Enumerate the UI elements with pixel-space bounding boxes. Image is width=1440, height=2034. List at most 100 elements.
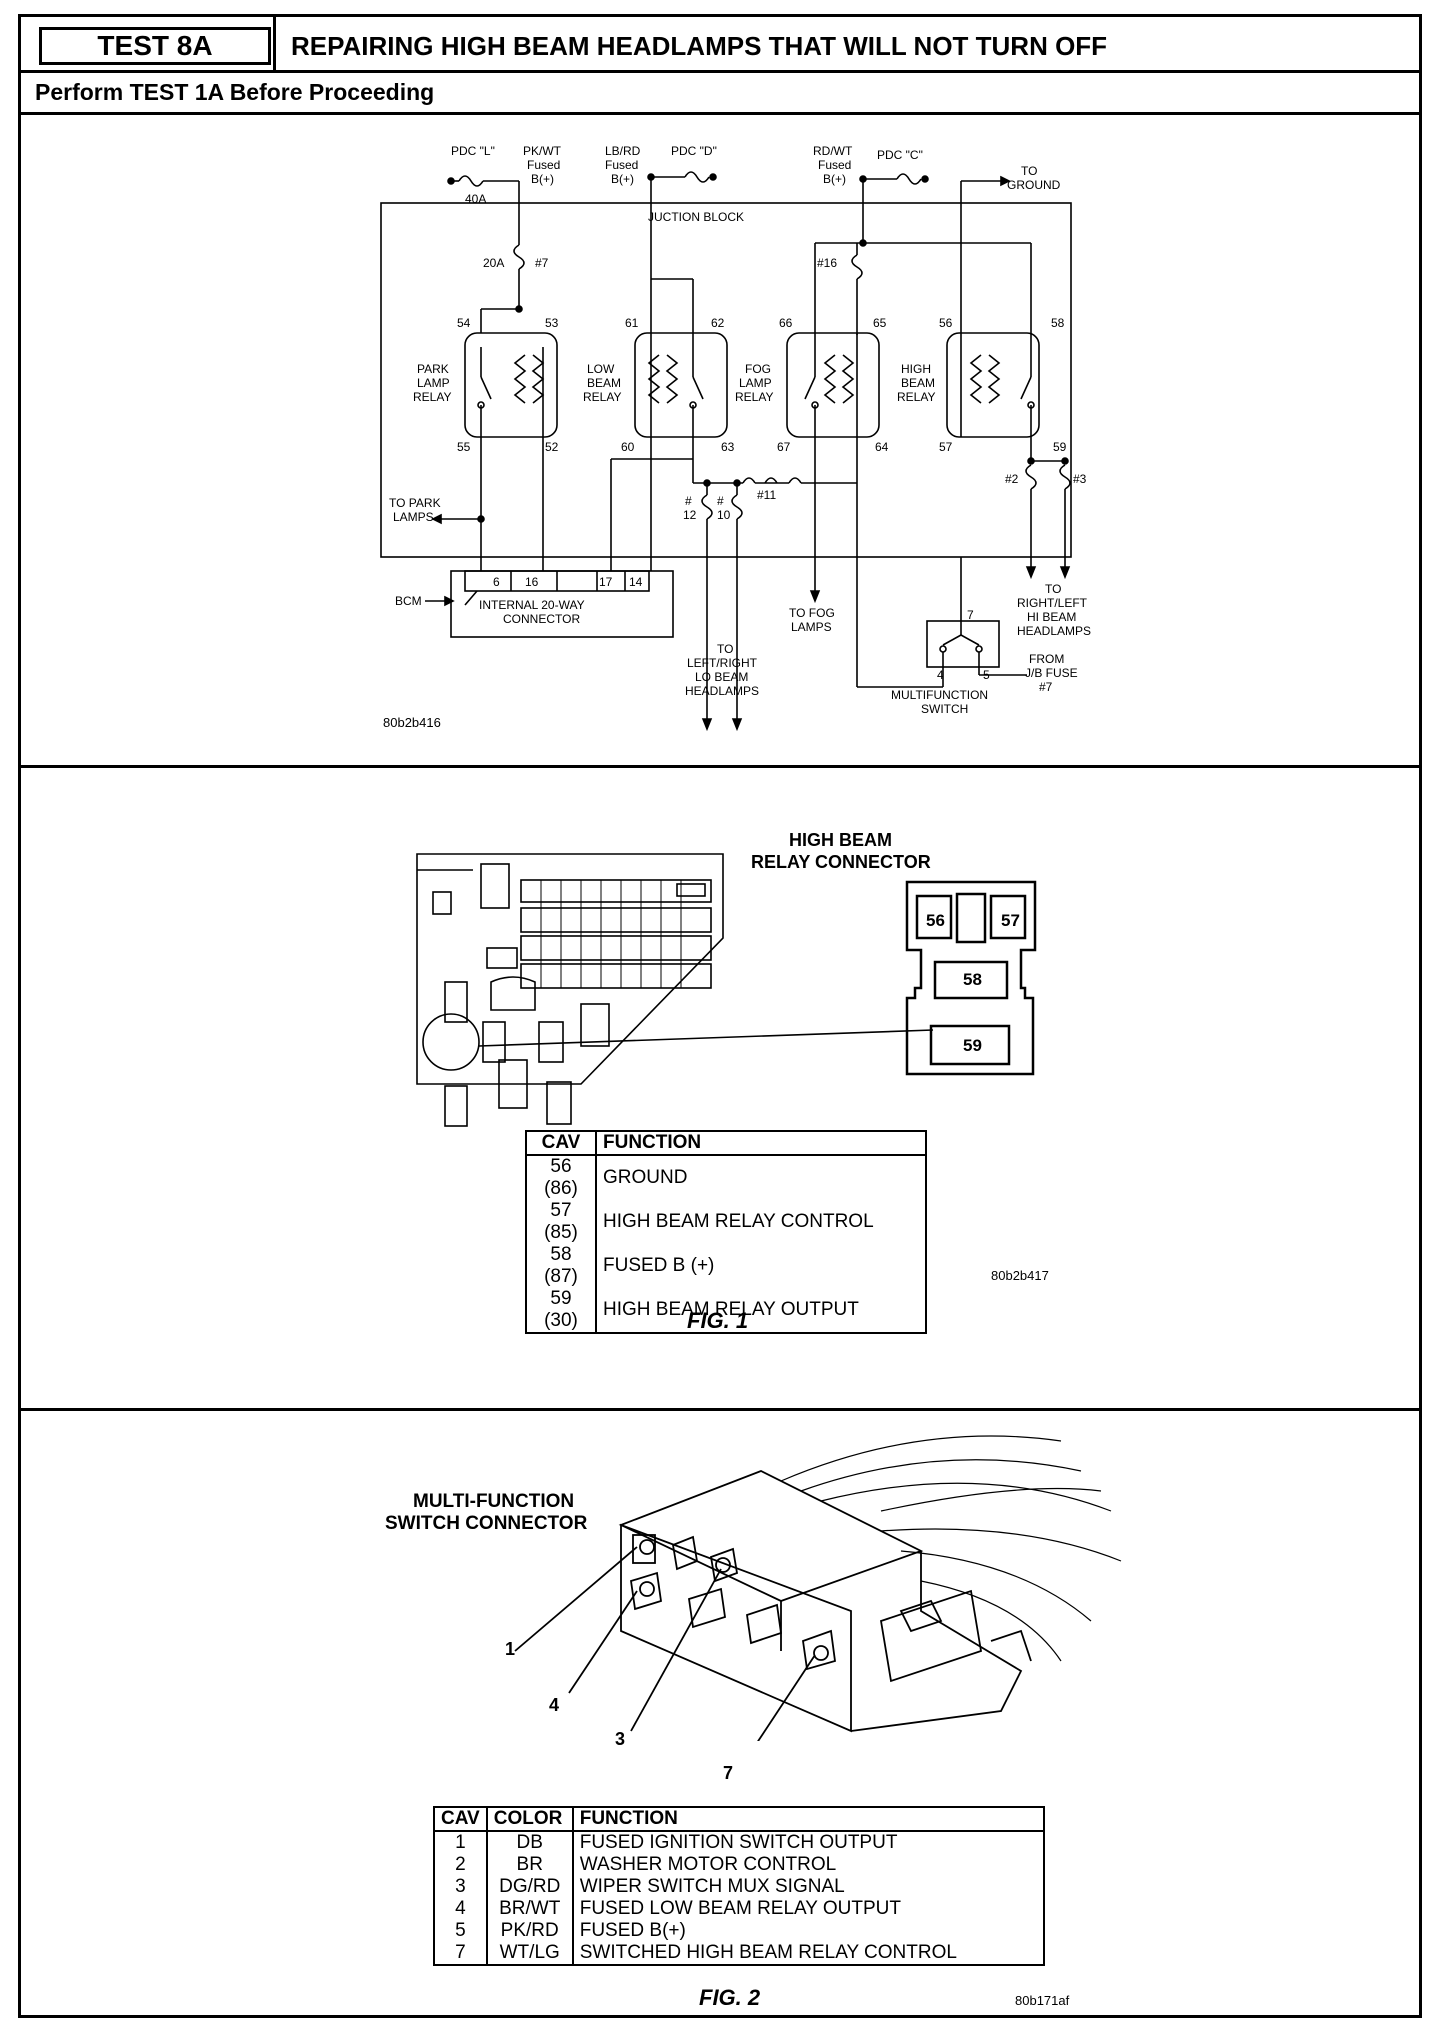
fuse7-label: #7	[535, 256, 549, 270]
lbrd-line1: LB/RD	[605, 144, 641, 158]
function-cell: SWITCHED HIGH BEAM RELAY CONTROL	[571, 1942, 1046, 1966]
high-relay-label1: HIGH	[901, 362, 931, 376]
fuse10-label-a: #	[717, 494, 724, 508]
function-cell: HIGH BEAM RELAY CONTROL	[595, 1200, 927, 1244]
park-relay-label3: RELAY	[413, 390, 451, 404]
hb-connector-title-2: RELAY CONNECTOR	[751, 852, 931, 872]
low-relay-pin-br: 63	[721, 440, 735, 454]
rdwt-line2: Fused	[818, 158, 851, 172]
park-relay-pin-tr: 53	[545, 316, 559, 330]
fuse11-symbol	[764, 477, 778, 484]
to-park-lamps-1: TO PARK	[389, 496, 441, 510]
hi-beam-1: TO	[1045, 582, 1061, 596]
fuse11-label: #11	[757, 488, 776, 502]
switch-pin-4: 4	[937, 668, 944, 682]
to-park-lamps-2: LAMPS	[393, 510, 434, 524]
table-row: 58 (87) FUSED B (+)	[525, 1244, 927, 1288]
callout-1: 1	[505, 1639, 516, 1659]
switch-label-1: MULTIFUNCTION	[891, 688, 988, 702]
fog-relay-label1: FOG	[745, 362, 771, 376]
mf-title-2: SWITCH CONNECTOR	[385, 1513, 588, 1534]
fuse12-symbol	[701, 494, 713, 520]
function-cell: FUSED IGNITION SWITCH OUTPUT	[571, 1830, 1046, 1854]
rdwt-line3: B(+)	[823, 172, 846, 186]
high-relay-label2: BEAM	[901, 376, 935, 390]
function-cell: FUSED LOW BEAM RELAY OUTPUT	[571, 1898, 1046, 1920]
fuse2-symbol	[1025, 464, 1037, 490]
pdc-c-label: PDC "C"	[877, 148, 923, 162]
multifunction-switch	[926, 620, 1000, 668]
fog-relay-label2: LAMP	[739, 376, 772, 390]
cav-cell: 2	[433, 1854, 488, 1876]
low-beam-relay	[634, 279, 728, 438]
cavity-57: 57	[1001, 911, 1020, 930]
cav-cell: 7	[433, 1942, 488, 1966]
to-ground-2: GROUND	[1007, 178, 1061, 192]
lbrd-line3: B(+)	[611, 172, 634, 186]
table-row: 5 PK/RD FUSED B(+)	[433, 1920, 1046, 1942]
low-relay-label1: LOW	[587, 362, 615, 376]
fuse-block-illustration	[416, 853, 934, 1127]
fog-relay-pin-br: 64	[875, 440, 889, 454]
park-relay-pin-tl: 54	[457, 316, 471, 330]
low-relay-label3: RELAY	[583, 390, 621, 404]
cav-cell: 1	[433, 1830, 488, 1854]
hi-beam-3: HI BEAM	[1027, 610, 1076, 624]
high-relay-pin-tl: 56	[939, 316, 953, 330]
function-cell: FUSED B (+)	[595, 1244, 927, 1288]
from-jb-1: FROM	[1029, 652, 1064, 666]
page-title: REPAIRING HIGH BEAM HEADLAMPS THAT WILL …	[291, 31, 1108, 61]
switch-pin-5: 5	[983, 668, 990, 682]
fig2-header-cav: CAV	[433, 1806, 488, 1832]
fuse2-label: #2	[1005, 472, 1019, 486]
fuse10-symbol	[731, 494, 743, 520]
pdc-l-amps: 40A	[465, 192, 486, 206]
color-cell: DG/RD	[485, 1876, 574, 1898]
cav-cell: 56 (86)	[525, 1154, 597, 1200]
fig1-panel: HIGH BEAM RELAY CONNECTOR 56 57 58 59 CA…	[21, 768, 1419, 1411]
fuse12-label-b: 12	[683, 508, 697, 522]
schematic-diagram: JUCTION BLOCK PDC "L" 40A PK/WT Fused B(…	[380, 144, 1091, 732]
callout-3: 3	[615, 1729, 626, 1749]
fig1-header-cav: CAV	[525, 1130, 597, 1156]
park-lamp-relay	[464, 332, 558, 438]
bcm-pin-16: 16	[525, 575, 539, 589]
lo-beam-1: TO	[717, 642, 733, 656]
fig2-header-function: FUNCTION	[571, 1806, 1046, 1832]
pdc-l-fuse-symbol	[458, 175, 484, 187]
color-cell: PK/RD	[485, 1920, 574, 1942]
fig2-ref-code: 80b171af	[1015, 1993, 1070, 2008]
table-row: 2 BR WASHER MOTOR CONTROL	[433, 1854, 1046, 1876]
hb-connector-title-1: HIGH BEAM	[789, 830, 892, 850]
park-relay-pin-br: 52	[545, 440, 559, 454]
fog-out-2: LAMPS	[791, 620, 832, 634]
cav-cell: 57 (85)	[525, 1200, 597, 1244]
test-sheet: TEST 8A REPAIRING HIGH BEAM HEADLAMPS TH…	[18, 14, 1422, 2018]
rdwt-line1: RD/WT	[813, 144, 853, 158]
fig2-header-color: COLOR	[485, 1806, 574, 1832]
table-row: 1 DB FUSED IGNITION SWITCH OUTPUT	[433, 1830, 1046, 1854]
high-relay-pin-bl: 57	[939, 440, 953, 454]
color-cell: DB	[485, 1830, 574, 1854]
lo-beam-2: LEFT/RIGHT	[687, 656, 758, 670]
fog-out-1: TO FOG	[789, 606, 835, 620]
pkwt-line3: B(+)	[531, 172, 554, 186]
fuse12-label-a: #	[685, 494, 692, 508]
bcm-pin-6: 6	[493, 575, 500, 589]
low-relay-pin-bl: 60	[621, 440, 635, 454]
fog-relay-label3: RELAY	[735, 390, 773, 404]
function-cell: WIPER SWITCH MUX SIGNAL	[571, 1876, 1046, 1898]
mf-title-1: MULTI-FUNCTION	[413, 1491, 575, 1512]
cavity-58: 58	[963, 970, 982, 989]
fog-relay-pin-bl: 67	[777, 440, 791, 454]
table-row: 59 (30) HIGH BEAM RELAY OUTPUT	[525, 1288, 927, 1334]
low-relay-pin-tr: 62	[711, 316, 725, 330]
precondition-text: Perform TEST 1A Before Proceeding	[35, 79, 435, 105]
fuse3-label: #3	[1073, 472, 1087, 486]
low-relay-pin-tl: 61	[625, 316, 639, 330]
fuse16-symbol	[851, 254, 863, 280]
park-relay-label1: PARK	[417, 362, 449, 376]
bcm-pin-17: 17	[599, 575, 613, 589]
bcm-pin-14: 14	[629, 575, 643, 589]
table-row: 3 DG/RD WIPER SWITCH MUX SIGNAL	[433, 1876, 1046, 1898]
